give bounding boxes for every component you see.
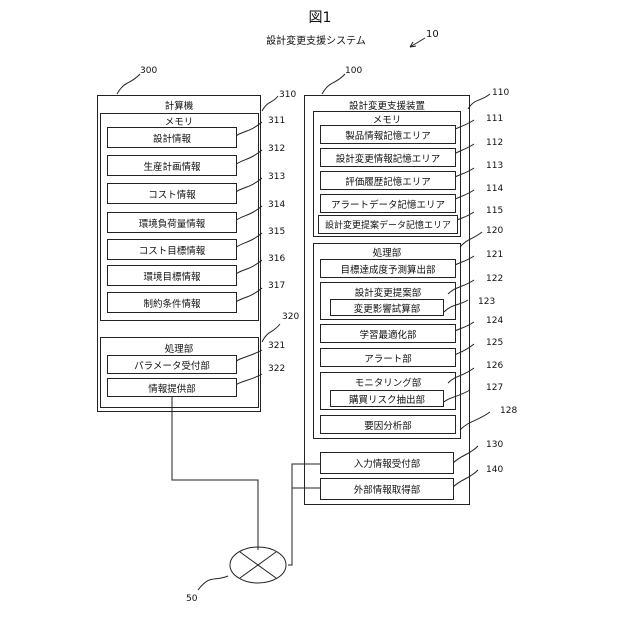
monitoring-unit-label: モニタリング部 [355,375,422,389]
parameter-receiver: パラメータ受付部 [107,355,237,374]
device-processor-ref: 120 [486,226,503,236]
change-impact-estimator: 変更影響試算部 [330,299,444,316]
memory-item-cost-target: コスト目標情報 [107,239,237,260]
input-info-receiver: 入力情報受付部 [320,452,454,474]
leader-310 [262,96,278,111]
leader-110 [468,94,490,109]
ref-122: 122 [486,274,503,284]
figure-title: 図1 [309,10,332,26]
ref-313: 313 [268,172,285,182]
memory-item-env-load: 環境負荷量情報 [107,212,237,233]
external-info-acquirer: 外部情報取得部 [320,478,454,500]
ref-315: 315 [268,227,285,237]
factor-analysis-unit: 要因分析部 [320,415,456,434]
ref-127: 127 [486,383,503,393]
memory-item-cost-info: コスト情報 [107,183,237,204]
computer-memory-label: メモリ [165,114,194,128]
leader-300 [117,74,140,94]
device-memory-ref: 110 [492,88,509,98]
ref-111: 111 [486,114,503,124]
computer-label: 計算機 [165,98,194,112]
computer-processor-ref: 320 [282,312,299,322]
procurement-risk-extractor: 購買リスク抽出部 [330,390,444,407]
ref-311: 311 [268,116,285,126]
ref-128: 128 [500,406,517,416]
computer-ref: 300 [140,66,157,76]
storage-evaluation-history: 評価履歴記憶エリア [320,171,456,190]
ref-130: 130 [486,440,503,450]
information-provider: 情報提供部 [107,378,237,397]
ref-112: 112 [486,138,503,148]
proposal-unit-label: 設計変更提案部 [355,285,422,299]
learning-optimizer: 学習最適化部 [320,324,456,343]
ref-115: 115 [486,206,503,216]
system-ref: 10 [426,29,439,40]
ref-113: 113 [486,161,503,171]
device-label: 設計変更支援装置 [349,98,425,112]
storage-product-info: 製品情報記憶エリア [320,125,456,144]
ref-322: 322 [268,364,285,374]
ref-126: 126 [486,361,503,371]
memory-item-constraints: 制約条件情報 [107,292,237,313]
leader-100 [322,74,345,94]
memory-item-production-plan: 生産計画情報 [107,155,237,176]
system-name: 設計変更支援システム [266,36,366,48]
storage-design-change: 設計変更情報記憶エリア [320,148,456,167]
ref-125: 125 [486,338,503,348]
storage-alert-data: アラートデータ記憶エリア [320,194,456,213]
network-ref: 50 [186,594,197,604]
network-icon [230,547,286,583]
alert-unit: アラート部 [320,348,456,367]
ref-114: 114 [486,184,503,194]
memory-item-env-target: 環境目標情報 [107,265,237,286]
leader-50 [198,576,228,590]
device-ref: 100 [345,66,362,76]
computer-processor-label: 処理部 [165,341,194,355]
device-processor-label: 処理部 [373,245,402,259]
ref-312: 312 [268,144,285,154]
ref-314: 314 [268,200,285,210]
computer-network-line [172,397,258,550]
target-prediction-unit: 目標達成度予測算出部 [320,259,456,278]
ref-316: 316 [268,254,285,264]
ref-140: 140 [486,465,503,475]
device-memory-label: メモリ [373,112,402,126]
ref-123: 123 [478,297,495,307]
ref-121: 121 [486,250,503,260]
ref-124: 124 [486,316,503,326]
ref-321: 321 [268,341,285,351]
memory-item-design-info: 設計情報 [107,127,237,148]
computer-memory-ref: 310 [279,90,296,100]
ref-317: 317 [268,281,285,291]
storage-proposal-data: 設計変更提案データ記憶エリア [318,215,458,234]
